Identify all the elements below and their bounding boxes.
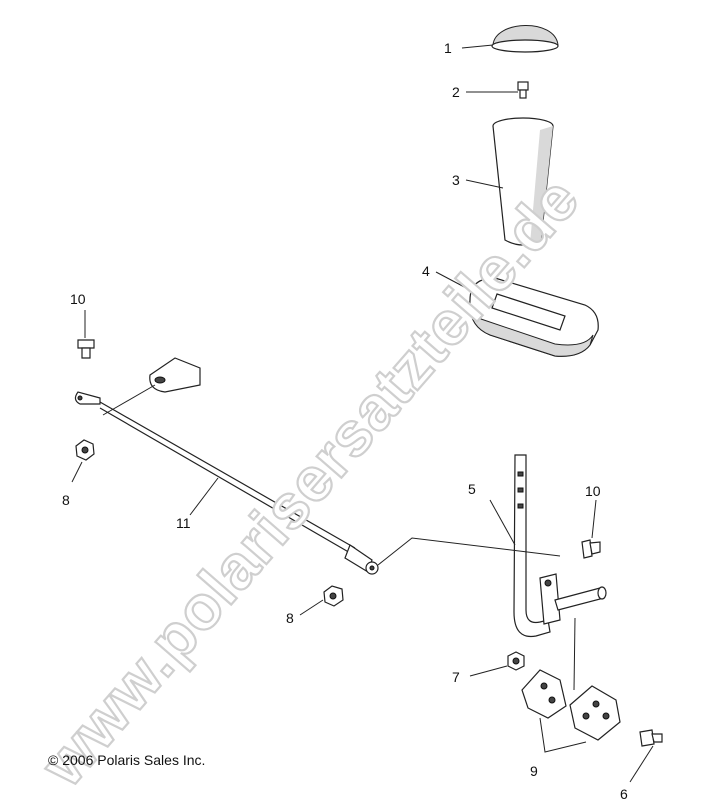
callout-9: 9 (530, 763, 538, 779)
part-nut-center (323, 585, 344, 607)
part-linkage-rod (74, 391, 379, 575)
part-bolt-lower (639, 729, 663, 747)
part-shift-lever (513, 454, 607, 638)
copyright-text: © 2006 Polaris Sales Inc. (48, 752, 206, 768)
callout-4: 4 (422, 263, 430, 279)
part-screw (517, 81, 529, 99)
callout-5: 5 (468, 481, 476, 497)
part-bolt-left (77, 339, 95, 359)
part-cap (491, 25, 559, 53)
callout-10-left: 10 (70, 291, 86, 307)
part-nut-left (75, 439, 95, 461)
part-coupler (521, 669, 621, 741)
part-bracket-arm (149, 357, 201, 393)
part-pad (469, 277, 599, 357)
callout-11: 11 (176, 515, 191, 531)
part-grip (492, 117, 554, 246)
part-nut-small (507, 651, 525, 671)
callout-10-right: 10 (585, 483, 601, 499)
part-bolt-right (581, 539, 601, 559)
callout-8-center: 8 (286, 610, 294, 626)
callout-3: 3 (452, 172, 460, 188)
callout-2: 2 (452, 84, 460, 100)
callout-7: 7 (452, 669, 460, 685)
callout-8-left: 8 (62, 492, 70, 508)
callout-1: 1 (444, 40, 452, 56)
callout-6: 6 (620, 786, 628, 802)
